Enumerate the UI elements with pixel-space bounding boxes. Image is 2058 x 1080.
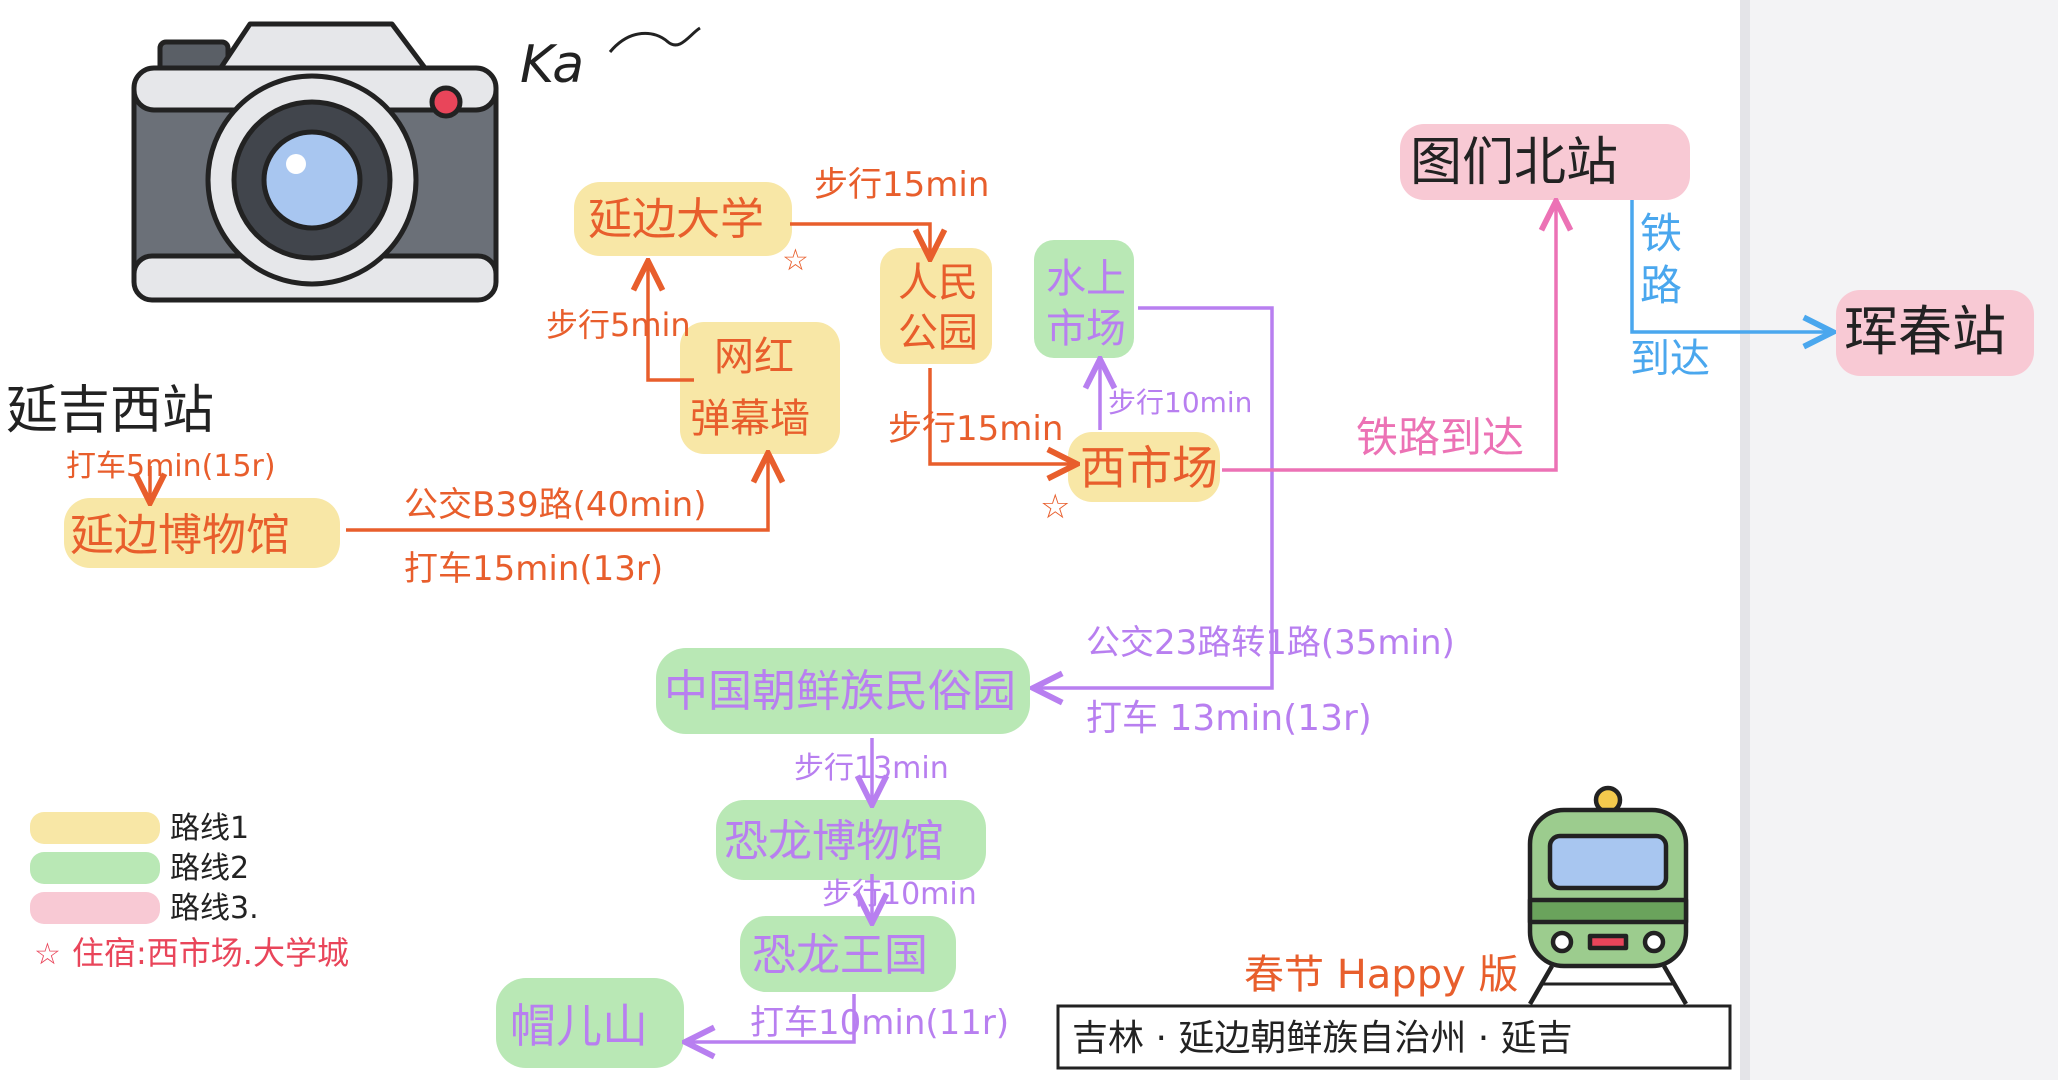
node-water-market-line2: 市场 [1046, 306, 1126, 352]
arrow-wanghong-to-univ [648, 264, 694, 382]
legend-label-route3: 路线3. [170, 891, 259, 926]
node-tumen-north: 图们北站 [1410, 133, 1618, 193]
highlight-dino-museum [716, 800, 986, 880]
edge-walk-10: 步行10min [822, 877, 977, 912]
arrow-park-to-west-market [928, 368, 1074, 464]
highlight-maoer [496, 978, 684, 1068]
highlight-water-market [1034, 240, 1134, 358]
arrow-tumen-to-hunchun [1630, 200, 1830, 332]
edge-rail-tumen-2: 路 [1640, 261, 1682, 310]
edge-taxi-10: 打车10min(11r) [750, 1003, 1009, 1043]
legend-label-route1: 路线1 [170, 811, 249, 846]
train-icon [1527, 785, 1689, 1006]
node-dino-museum: 恐龙博物馆 [724, 816, 944, 867]
ka-label: Ka [520, 35, 584, 95]
node-peoples-park-line1: 人民 [898, 260, 978, 306]
legend-swatch-route2 [30, 852, 160, 884]
node-museum: 延边博物馆 [70, 510, 290, 561]
node-wanghong-line2: 弹幕墙 [690, 396, 810, 442]
star-icon: ☆ [1040, 487, 1070, 527]
arrow-univ-to-park [790, 222, 930, 256]
edge-walk-wanghong-univ: 步行5min [546, 306, 691, 344]
edge-rail-tumen-arrive: 到达 [1630, 336, 1710, 382]
route2-lines [688, 306, 1274, 1042]
node-yanbian-univ: 延边大学 [588, 194, 764, 245]
legend-swatch-route1 [30, 812, 160, 844]
node-water-market-line1: 水上 [1046, 256, 1126, 302]
arrow-west-market-to-tumen [1222, 204, 1556, 472]
edge-walk-univ-park: 步行15min [814, 165, 989, 205]
node-west-market: 西市场 [1080, 441, 1218, 495]
highlight-yanbian-univ [574, 182, 792, 256]
legend-swatch-route3 [30, 892, 160, 924]
legend-label-route2: 路线2 [170, 851, 249, 886]
highlight-dino-kingdom [740, 916, 956, 992]
highlight-museum [64, 498, 340, 568]
panel-edge [1740, 0, 1750, 1080]
arrow-museum-to-wanghong [346, 456, 768, 532]
edge-walk-park-market: 步行15min [888, 409, 1063, 449]
node-folk-park: 中国朝鲜族民俗园 [664, 666, 1016, 717]
legend-stay-note: 住宿:西市场.大学城 [72, 934, 349, 972]
edge-walk-13: 步行13min [794, 751, 949, 786]
edge-rail-tumen-1: 铁 [1640, 209, 1682, 258]
highlight-west-market [1068, 432, 1220, 502]
edge-bus-b39: 公交B39路(40min) [404, 485, 707, 525]
highlights [64, 124, 2034, 1068]
highlight-folk-park [656, 648, 1030, 734]
title-box [1056, 1004, 1732, 1070]
edge-taxi-west-museum: 打车5min(15r) [66, 449, 276, 484]
edge-taxi-13: 打车 13min(13r) [1086, 698, 1372, 739]
node-dino-kingdom: 恐龙王国 [752, 930, 928, 981]
route1-lines [150, 222, 1074, 532]
edge-taxi-museum: 打车15min(13r) [404, 549, 663, 589]
highlight-wanghong [680, 322, 840, 454]
ka-squiggle [608, 26, 701, 53]
node-peoples-park-line2: 公园 [898, 310, 978, 356]
node-wanghong-line1: 网红 [714, 334, 794, 380]
highlight-tumen [1400, 124, 1690, 200]
footer-title: 吉林 · 延边朝鲜族自治州 · 延吉 [1072, 1018, 1573, 1059]
star-icon: ☆ [782, 243, 809, 278]
edge-bus-23: 公交23路转1路(35min) [1086, 623, 1455, 663]
node-maoer-mountain: 帽儿山 [510, 999, 648, 1053]
edition-label: 春节 Happy 版 [1244, 952, 1518, 998]
node-yanji-west: 延吉西站 [6, 381, 214, 441]
highlight-hunchun [1836, 290, 2034, 376]
star-icon: ☆ [34, 937, 61, 972]
highlight-peoples-park [880, 248, 992, 364]
node-hunchun: 珲春站 [1844, 300, 2006, 363]
camera-icon [131, 21, 499, 303]
edge-rail-arrive: 铁路到达 [1356, 413, 1524, 462]
edge-walk-market-water: 步行10min [1108, 386, 1252, 419]
arrow-kingdom-to-maoer [688, 994, 856, 1042]
line-water-to-folk [1036, 306, 1274, 688]
right-panel-strip [1740, 0, 2058, 1080]
legend: 路线1 路线2 路线3. ☆ 住宿:西市场.大学城 [30, 811, 349, 972]
